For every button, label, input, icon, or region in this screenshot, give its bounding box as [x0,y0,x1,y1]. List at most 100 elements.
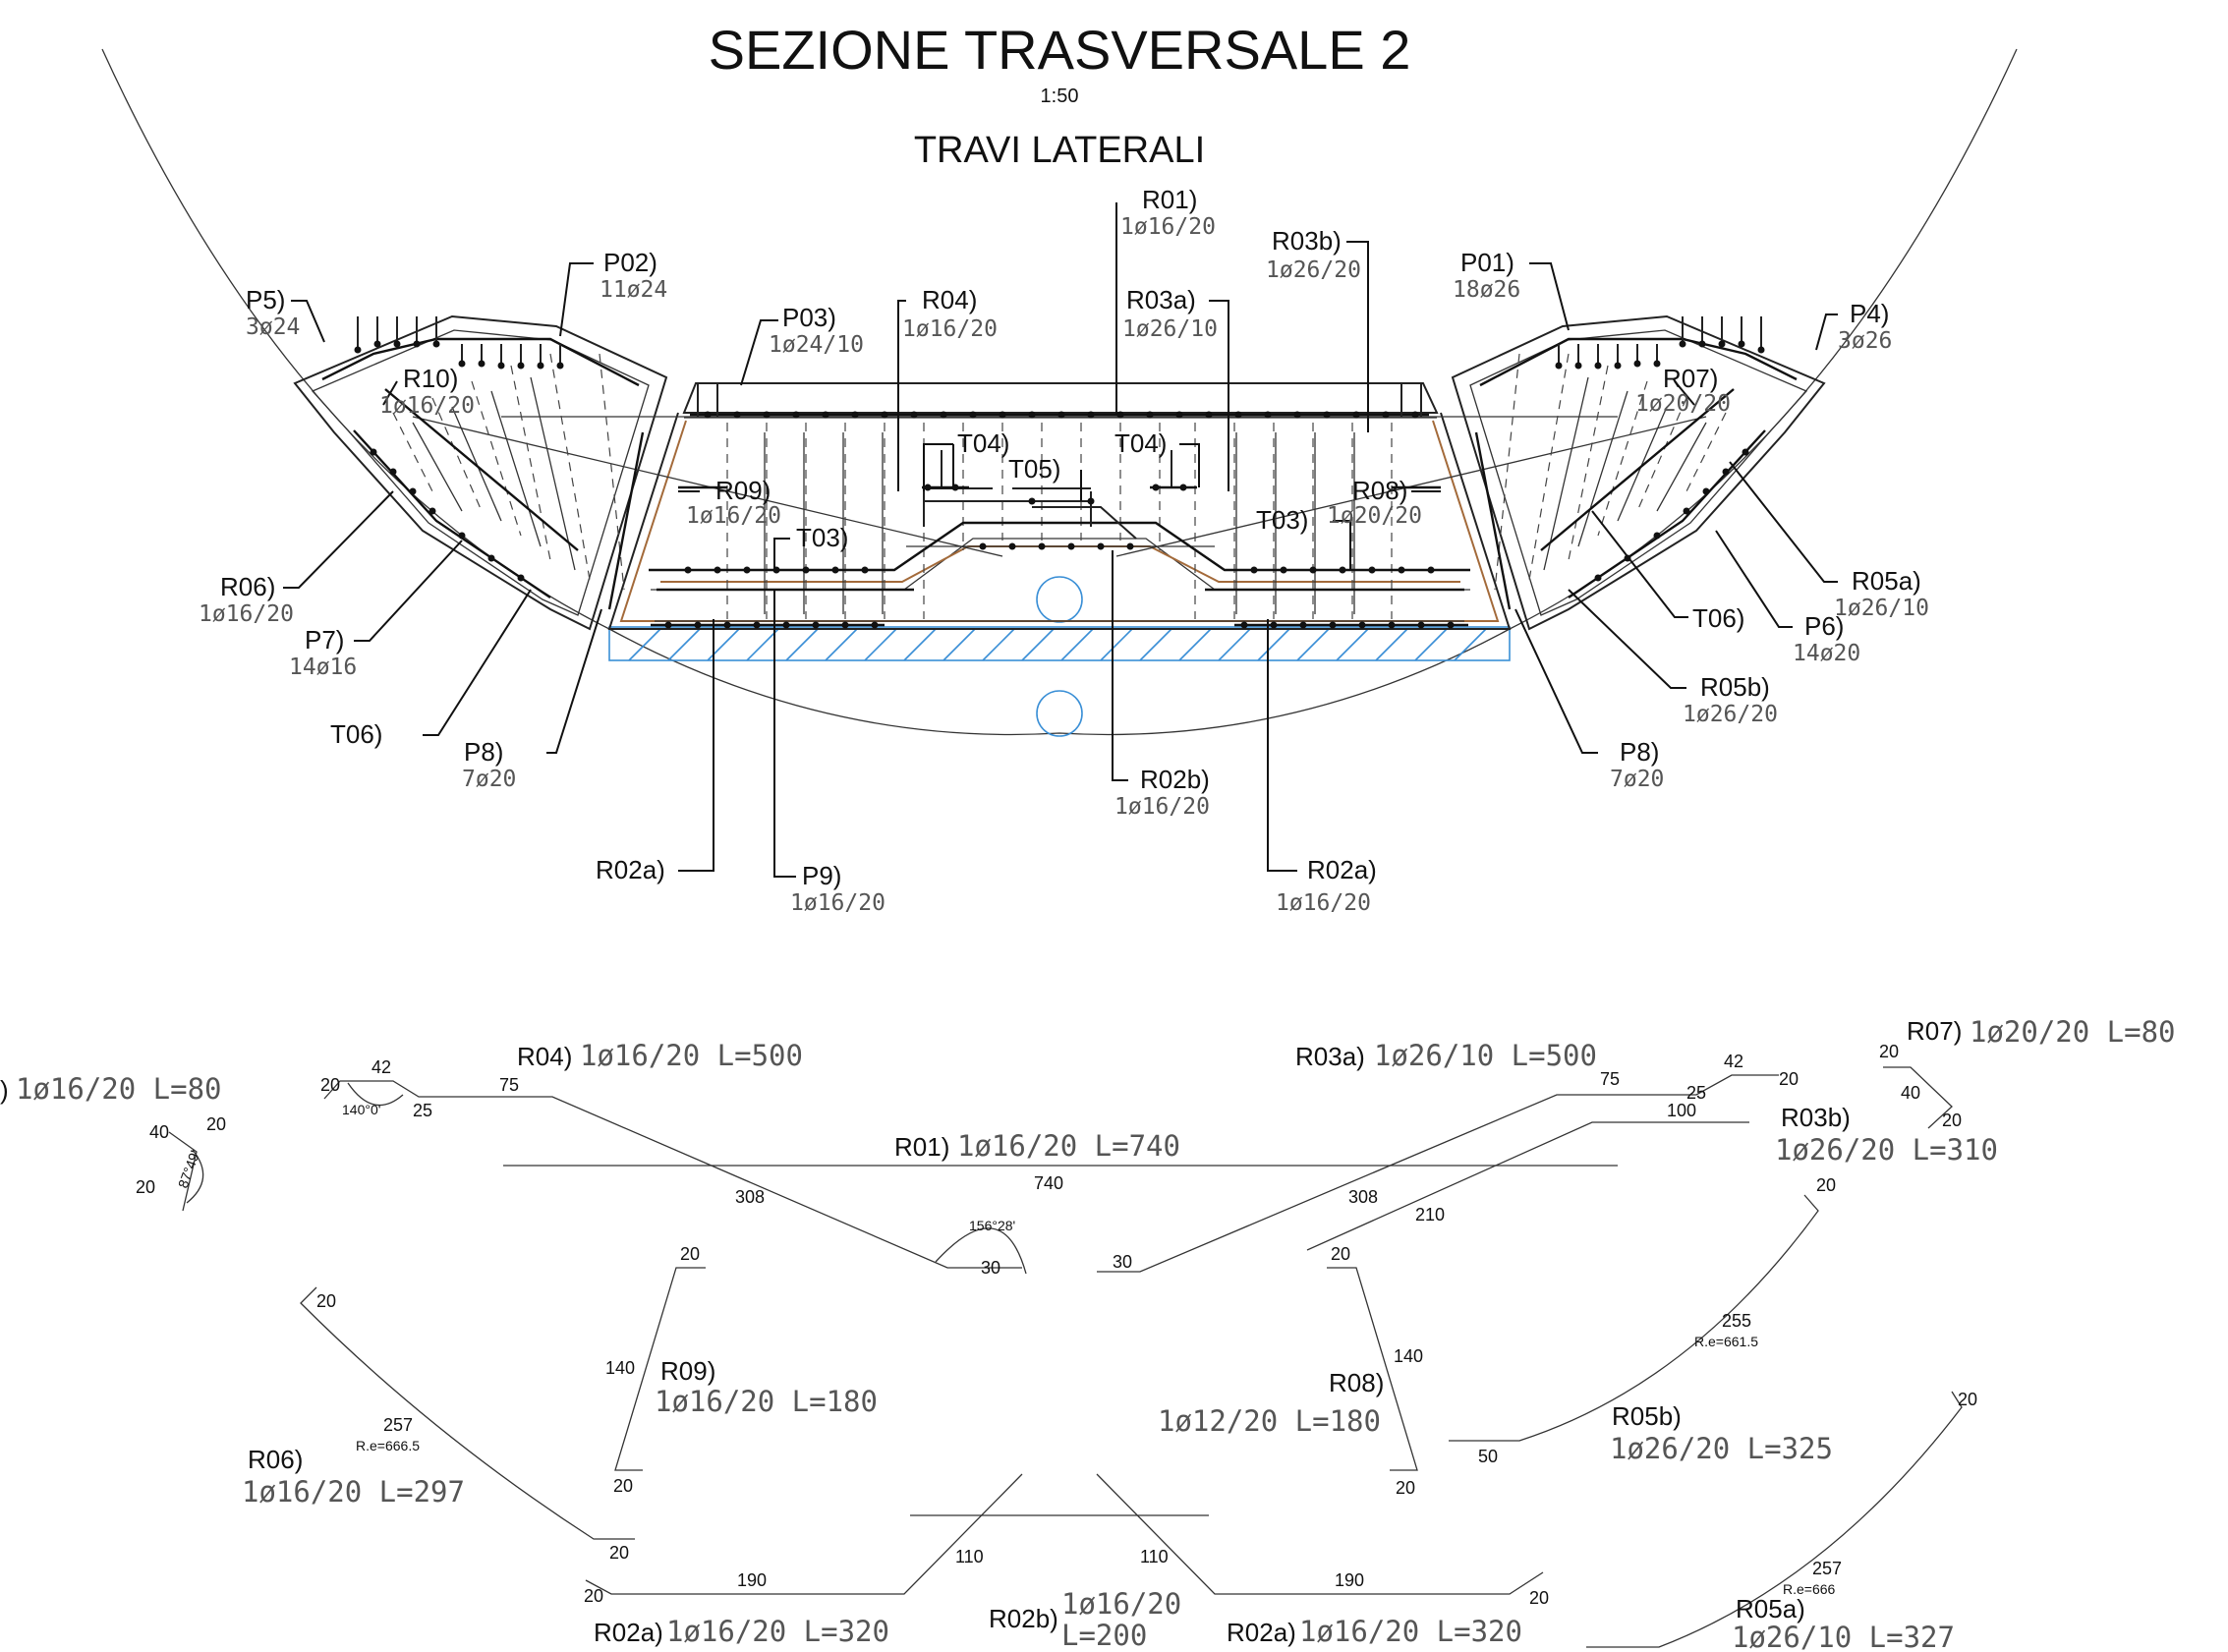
dim-r04-d: 75 [499,1075,519,1095]
schedule-r09-spec: 1ø16/20 L=180 [655,1385,878,1418]
schedule-dimensions: 40 20 20 87°49' 20 42 25 75 140°0' 308 3… [136,1042,1977,1608]
schedule-r01-mark: R01) [894,1132,949,1162]
callout-r02a-right-mark: R02a) [1307,855,1377,884]
drain-pipe-upper [1036,576,1083,623]
callout-t06-right-mark: T06) [1692,603,1744,633]
dim-r05b-a: 20 [1816,1175,1836,1195]
callout-p03-mark: P03) [782,303,836,332]
callout-r06-mark: R06) [220,572,275,601]
stirrups [392,353,1727,619]
callout-r05b-spec: 1ø26/20 [1683,702,1778,727]
callout-p8-left-spec: 7ø20 [462,767,516,792]
callout-t05-mark: T05) [1008,454,1060,484]
callout-p01-mark: P01) [1460,248,1514,277]
callout-r05b-mark: R05b) [1700,672,1770,702]
callout-p8-right-spec: 7ø20 [1610,767,1664,792]
dim-r04-angle2: 156°28' [969,1218,1015,1233]
schedule-r10-mark: ) [0,1075,9,1105]
schedule-r08-mark: R08) [1329,1368,1384,1397]
dim-r05b-re: R.e=661.5 [1694,1334,1758,1349]
schedule-r05b-spec: 1ø26/20 L=325 [1610,1432,1833,1465]
dim-r03b-a: 100 [1667,1101,1696,1120]
callout-t06-left-mark: T06) [330,719,382,749]
callout-p8-right-mark: P8) [1620,737,1659,767]
dim-r10-a: 40 [149,1122,169,1142]
dim-r06-b: 257 [383,1415,413,1435]
schedule-r03b-spec: 1ø26/20 L=310 [1775,1133,1998,1167]
dim-r06-a: 20 [316,1291,336,1311]
dim-r04-e: 308 [735,1187,765,1207]
dim-r06-re: R.e=666.5 [356,1438,420,1453]
callout-r04-spec: 1ø16/20 [902,316,998,342]
callout-r03a-spec: 1ø26/10 [1122,316,1218,342]
dim-r09-b: 140 [605,1358,635,1378]
schedule-r02b-mark: R02b) [989,1604,1058,1633]
dim-r05a-a: 20 [1958,1390,1977,1409]
dim-r04-b: 42 [371,1057,391,1077]
dim-r09-c: 20 [613,1476,633,1496]
section-leaders [283,202,1838,878]
callout-r08-mark: R08) [1352,476,1407,505]
schedule-r01-spec: 1ø16/20 L=740 [957,1129,1180,1163]
dim-r07-c: 20 [1942,1111,1962,1130]
callout-p9-mark: P9) [802,861,841,890]
schedule-r06-mark: R06) [248,1445,303,1474]
callout-p02-mark: P02) [603,248,657,277]
callout-p4-spec: 3ø26 [1838,328,1892,354]
section-callouts: R01) 1ø16/20 R03b) 1ø26/20 P02) 11ø24 P0… [199,185,1929,916]
dim-r05b-c: 50 [1478,1447,1498,1466]
callout-p4-mark: P4) [1850,299,1889,328]
dim-r02-right-c: 20 [1529,1588,1549,1608]
dim-r05b-b: 255 [1722,1311,1751,1331]
drawing-title: SEZIONE TRASVERSALE 2 [709,19,1411,81]
dim-r07-b: 40 [1901,1083,1920,1103]
callout-r07-spec: 1ø20/20 [1635,391,1731,417]
schedule-r07-mark: R07) [1907,1016,1962,1046]
tunnel-profile [101,48,2018,737]
schedule-r05a-mark: R05a) [1736,1594,1805,1624]
dim-r03a-a: 75 [1600,1069,1620,1089]
schedule-r08-spec: 1ø12/20 L=180 [1158,1404,1381,1438]
callout-r05a-mark: R05a) [1852,566,1921,596]
dim-r08-c: 20 [1396,1478,1415,1498]
callout-r09-mark: R09) [715,476,771,505]
callout-r03b-mark: R03b) [1272,226,1342,256]
drain-pipe-lower [1036,690,1083,737]
beam-ties [412,376,1707,614]
dim-r10-c: 20 [206,1114,226,1134]
dim-r10-b: 20 [136,1177,155,1197]
dim-r03b-b: 210 [1415,1205,1445,1225]
schedule-r04-spec: 1ø16/20 L=500 [580,1039,803,1072]
dim-r04-angle: 140°0' [342,1102,380,1117]
dim-r02-left-b: 190 [737,1570,767,1590]
schedule-r02a-right-mark: R02a) [1227,1618,1296,1647]
dim-r03a-c: 20 [1779,1069,1799,1089]
callout-r01-spec: 1ø16/20 [1120,214,1216,240]
schedule-r07-spec: 1ø20/20 L=80 [1970,1015,2176,1049]
drawing-subtitle: TRAVI LATERALI [914,130,1205,171]
callout-r03a-mark: R03a) [1126,285,1196,314]
dim-r10-angle: 87°49' [175,1149,203,1191]
callout-r01-mark: R01) [1142,185,1197,214]
callout-r03b-spec: 1ø26/20 [1266,257,1361,283]
callout-r10-spec: 1ø16/20 [379,393,475,419]
schedule-r06-spec: 1ø16/20 L=297 [242,1475,465,1509]
drawing-scale: 1:50 [1041,85,1079,107]
schedule-r10-spec: 1ø16/20 L=80 [16,1072,222,1106]
callout-p6-mark: P6) [1804,611,1844,641]
schedule-r09-mark: R09) [660,1356,715,1386]
dim-r02-right-b: 190 [1335,1570,1364,1590]
callout-r10-mark: R10) [403,364,458,393]
callout-p5-spec: 3ø24 [246,314,300,340]
dim-r03a-e: 308 [1348,1187,1378,1207]
callout-r09-spec: 1ø16/20 [686,503,781,529]
schedule-r03b-mark: R03b) [1781,1103,1851,1132]
dim-r03a-d: 25 [1686,1083,1706,1103]
schedule-r03a-mark: R03a) [1295,1042,1365,1071]
dim-r08-b: 140 [1394,1346,1423,1366]
schedule-r03a-spec: 1ø26/10 L=500 [1374,1039,1597,1072]
dim-r04-a: 20 [320,1075,340,1095]
schedule-r02a-right-spec: 1ø16/20 L=320 [1299,1615,1522,1648]
schedule-labels: ) 1ø16/20 L=80 R04) 1ø16/20 L=500 R03a) … [0,1015,2176,1652]
